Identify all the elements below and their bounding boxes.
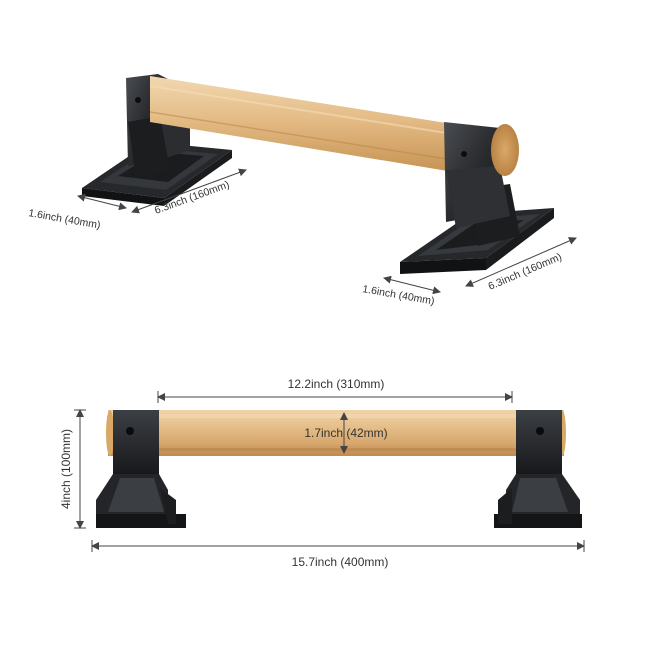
left-front-screw <box>126 427 134 435</box>
bar-diameter-label: 1.7inch (42mm) <box>304 426 387 440</box>
left-front-upright <box>113 410 159 474</box>
dim-height: 4inch (100mm) <box>59 409 86 529</box>
height-label: 4inch (100mm) <box>59 429 73 509</box>
right-front-screw <box>536 427 544 435</box>
front-view: 12.2inch (310mm) 1.7inch (42mm) 4inch (1… <box>59 377 585 569</box>
right-front-upright <box>516 410 562 474</box>
bar-length-label: 12.2inch (310mm) <box>288 377 385 391</box>
dim-left-base-width: 1.6inch (40mm) <box>27 193 127 232</box>
dim-total-length: 15.7inch (400mm) <box>91 540 585 569</box>
dim-bar-length: 12.2inch (310mm) <box>157 377 513 403</box>
wooden-bar-front <box>106 410 566 456</box>
bar-end-cap <box>491 124 519 176</box>
right-screw <box>461 151 467 157</box>
right-stand-front <box>494 410 582 528</box>
left-base-width-label: 1.6inch (40mm) <box>27 207 101 231</box>
dim-bar-diameter: 1.7inch (42mm) <box>304 412 388 454</box>
total-length-label: 15.7inch (400mm) <box>292 555 389 569</box>
left-stand-front <box>96 410 186 528</box>
left-screw <box>135 97 141 103</box>
dim-right-base-width: 1.6inch (40mm) <box>361 275 441 308</box>
perspective-view: 1.6inch (40mm) 6.3inch (160mm) 1.6inch (… <box>27 74 577 308</box>
right-base-width-label: 1.6inch (40mm) <box>361 283 435 307</box>
wooden-bar-perspective <box>149 76 479 176</box>
